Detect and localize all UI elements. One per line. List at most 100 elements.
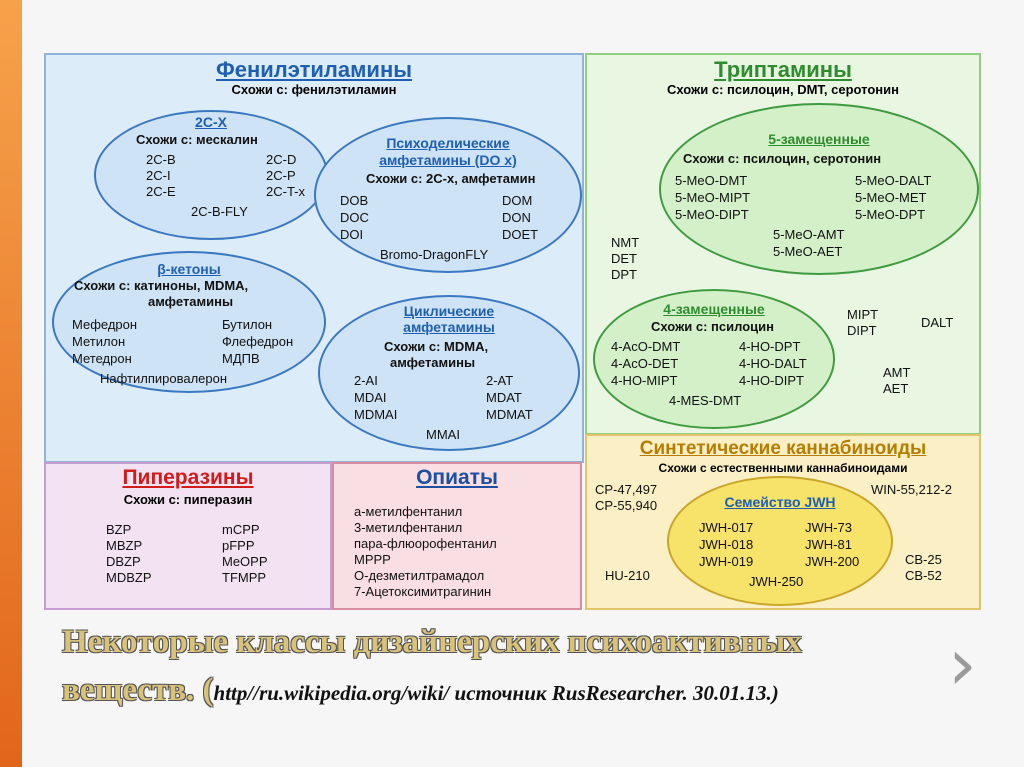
list-item: JWH-018 <box>699 537 754 552</box>
ellipse-title: β-кетоны <box>157 261 221 277</box>
caption-line-1: Некоторые классы дизайнерских психоактив… <box>62 624 802 660</box>
ellipse-subtitle: Схожи с: MDMA, <box>384 339 489 354</box>
list-item: 4-AcO-DET <box>611 356 679 371</box>
panel-title: Фенилэтиламины <box>215 57 413 82</box>
panel-title: Пиперазины <box>122 466 254 489</box>
list-item: CP-55,940 <box>595 498 658 513</box>
list-item: MBZP <box>106 538 143 553</box>
list-item: MMAI <box>426 427 460 442</box>
list-item: а-метилфентанил <box>354 504 463 519</box>
ellipse-beta-ketones: β-кетоны Схожи с: катиноны, MDMA, амфета… <box>52 251 326 393</box>
list-item: Bromo-DragonFLY <box>380 247 489 262</box>
list-item: mCPP <box>222 522 260 537</box>
list-item: 2C-P <box>266 168 296 183</box>
piperazines-panel: Пиперазины Схожи с: пиперазин BZP MBZP D… <box>44 462 332 610</box>
list-item: Мефедрон <box>72 317 138 332</box>
list-item: Бутилон <box>222 317 273 332</box>
list-item: AMT <box>883 365 911 380</box>
list-item: 2C-B-FLY <box>191 204 248 219</box>
list-item: 5-MeO-MIPT <box>675 190 751 205</box>
ellipse-cyclic-amphetamines: Циклические амфетамины Схожи с: MDMA, ам… <box>318 295 580 451</box>
list-item: HU-210 <box>605 568 650 583</box>
list-item: pFPP <box>222 538 255 553</box>
list-item: DIPT <box>847 323 877 338</box>
list-item: 2-AI <box>354 373 378 388</box>
list-item: DET <box>611 251 637 266</box>
list-item: JWH-250 <box>749 574 804 589</box>
list-item: 5-MeO-AET <box>773 244 843 259</box>
list-item: DOM <box>502 193 533 208</box>
ellipse-subtitle: Схожи с: катиноны, MDMA, <box>74 278 249 293</box>
list-item: MDBZP <box>106 570 152 585</box>
panel-subtitle: Схожи с естественными каннабиноидами <box>658 461 908 475</box>
list-item: 2C-E <box>146 184 176 199</box>
list-item: Флефедрон <box>222 334 294 349</box>
list-item: Метедрон <box>72 351 132 366</box>
list-item: 4-HO-DALT <box>739 356 807 371</box>
list-item: 2-AT <box>486 373 514 388</box>
orange-side-bar <box>0 0 22 767</box>
list-item: BZP <box>106 522 132 537</box>
list-item: MPPP <box>354 552 391 567</box>
list-item: DOB <box>340 193 369 208</box>
list-item: AET <box>883 381 909 396</box>
list-item: О-дезметилтрамадол <box>354 568 485 583</box>
ellipse-subtitle: амфетамины <box>390 355 476 370</box>
list-item: MDMAT <box>486 407 533 422</box>
ellipse-subtitle: Схожи с: псилоцин, серотонин <box>683 151 882 166</box>
list-item: пара-флюорофентанил <box>354 536 497 551</box>
list-item: DOC <box>340 210 369 225</box>
list-item: DON <box>502 210 531 225</box>
panel-title: Синтетические каннабиноиды <box>639 438 927 459</box>
list-item: 2C-D <box>266 152 297 167</box>
ellipse-jwh-family: Семейство JWH JWH-017 JWH-018 JWH-019 JW… <box>667 476 893 606</box>
list-item: 4-HO-DPT <box>739 339 801 354</box>
ellipse-title: амфетамины <box>403 319 495 335</box>
list-item: CP-47,497 <box>595 482 658 497</box>
list-item: JWH-81 <box>805 537 852 552</box>
caption-line-2: веществ. (http//ru.wikipedia.org/wiki/ и… <box>62 672 779 709</box>
list-item: MIPT <box>847 307 879 322</box>
ellipse-subtitle: Схожи с: мескалин <box>136 132 258 147</box>
cannabinoids-panel: Синтетические каннабиноиды Схожи с естес… <box>585 434 981 610</box>
list-item: JWH-019 <box>699 554 754 569</box>
ellipse-psychedelic-amphetamines: Психоделические амфетамины (DO x) Схожи … <box>314 117 582 273</box>
ellipse-title: Циклические <box>403 303 495 319</box>
list-item: 2C-T-x <box>266 184 305 199</box>
ellipse-2cx: 2C-X Схожи с: мескалин 2C-B 2C-I 2C-E 2C… <box>94 110 328 240</box>
list-item: 5-MeO-DALT <box>855 173 932 188</box>
list-item: 5-MeO-MET <box>855 190 927 205</box>
next-slide-chevron-icon[interactable]: › <box>948 622 977 706</box>
list-item: NMT <box>611 235 640 250</box>
ellipse-5-substituted: 5-замещенные Схожи с: псилоцин, серотони… <box>659 103 979 275</box>
list-item: 5-MeO-DIPT <box>675 207 749 222</box>
list-item: Нафтилпировалерон <box>100 371 228 386</box>
list-item: DOET <box>502 227 539 242</box>
tryptamines-panel: Триптамины Схожи с: псилоцин, DMT, серот… <box>585 53 981 435</box>
caption-source: http//ru.wikipedia.org/wiki/ источник Ru… <box>213 681 779 705</box>
ellipse-title: Семейство JWH <box>724 494 836 510</box>
list-item: Метилон <box>72 334 126 349</box>
list-item: MDAT <box>486 390 522 405</box>
list-item: МДПВ <box>222 351 260 366</box>
list-item: 5-MeO-DMT <box>675 173 748 188</box>
list-item: 7-Ацетоксимитрагинин <box>354 584 492 599</box>
list-item: 2C-I <box>146 168 171 183</box>
list-item: DOI <box>340 227 364 242</box>
list-item: MDMAI <box>354 407 398 422</box>
ellipse-title: 4-замещенные <box>663 301 765 317</box>
list-item: 4-HO-MIPT <box>611 373 678 388</box>
panel-title: Триптамины <box>714 57 852 82</box>
panel-subtitle: Схожи с: пиперазин <box>123 492 253 507</box>
list-item: MeOPP <box>222 554 268 569</box>
ellipse-4-substituted: 4-замещенные Схожи с: псилоцин 4-AcO-DMT… <box>593 289 835 429</box>
list-item: DPT <box>611 267 637 282</box>
panel-subtitle: Схожи с: фенилэтиламин <box>231 82 397 97</box>
list-item: JWH-017 <box>699 520 754 535</box>
list-item: 4-HO-DIPT <box>739 373 804 388</box>
panel-subtitle: Схожи с: псилоцин, DMT, серотонин <box>666 82 899 97</box>
ellipse-title: 2C-X <box>195 114 227 130</box>
list-item: 4-MES-DMT <box>669 393 742 408</box>
ellipse-subtitle: амфетамины <box>148 294 234 309</box>
phenylethylamines-panel: Фенилэтиламины Схожи с: фенилэтиламин 2C… <box>44 53 584 463</box>
